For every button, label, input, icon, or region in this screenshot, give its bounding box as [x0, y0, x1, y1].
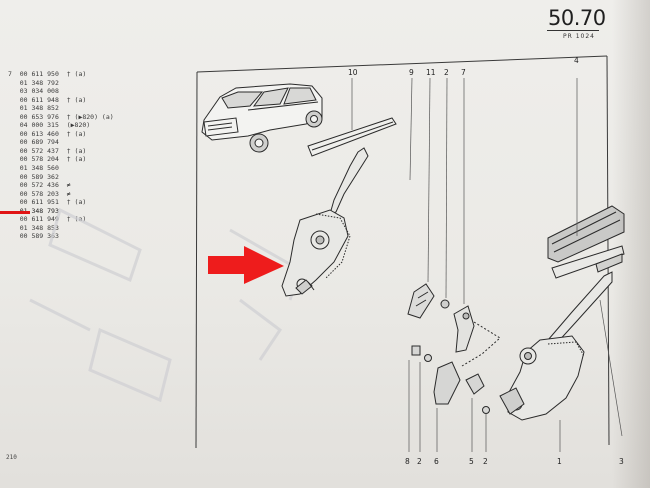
page-number: 50.70: [548, 6, 606, 30]
callout-9: 9: [409, 68, 414, 77]
part-6-bracket: [433, 361, 461, 405]
parts-list-row: 04 000 315 (▶820): [8, 121, 91, 130]
parts-list-row: 00 589 362: [8, 172, 59, 181]
parts-list-row: 00 611 948 † (a): [8, 95, 87, 104]
parts-list-row: 00 572 436 ≠: [8, 181, 71, 190]
callout-11: 11: [426, 68, 436, 77]
parts-list-row: 00 611 951 † (a): [8, 198, 87, 207]
parts-list-row: 03 034 008: [8, 87, 59, 96]
parts-list-row: 00 613 460 † (a): [8, 129, 87, 138]
page-number-rule: [547, 30, 599, 31]
parts-list-row: 00 578 203 ≠: [8, 189, 71, 198]
part-2-nut-lower: [424, 354, 432, 362]
callout-5: 5: [469, 457, 474, 466]
small-hardware-parts: [408, 345, 490, 452]
part-4-glass-rails: [547, 78, 625, 279]
red-pointer-arrow: [208, 246, 284, 284]
part-2-nut-bottom: [482, 406, 490, 414]
footer-code: 210: [6, 454, 17, 461]
callout-2-top: 2: [444, 68, 449, 77]
callout-2-bottom: 2: [483, 457, 488, 466]
part-8-bushing: [411, 345, 421, 356]
parts-list-row: 01 348 793: [8, 206, 59, 215]
parts-list-row: 01 348 852: [8, 104, 59, 113]
parts-list-row: 00 578 204 † (a): [8, 155, 87, 164]
parts-list-row: 00 689 794: [8, 138, 59, 147]
callout-8: 8: [405, 457, 410, 466]
parts-list-row: 01 348 792: [8, 78, 59, 87]
parts-list-row: 01 348 853: [8, 223, 59, 232]
callout-4: 4: [574, 56, 579, 65]
part-2-nut-top: [440, 77, 450, 309]
car-illustration: [201, 83, 323, 153]
part-7-slider-link: [453, 78, 501, 367]
callout-10: 10: [348, 68, 358, 77]
page-edge-shadow: [612, 0, 650, 488]
callout-1: 1: [557, 457, 562, 466]
parts-list-row: 00 572 437 † (a): [8, 146, 87, 155]
parts-list-row: 7 00 611 950 † (a): [8, 70, 87, 78]
window-regulator-left: [281, 77, 413, 297]
callout-6: 6: [434, 457, 439, 466]
part-5-roller: [465, 373, 485, 395]
part-10-channel-strip: [307, 78, 397, 157]
show-through-background: [29, 207, 302, 403]
part-11-clip: [407, 77, 435, 319]
callout-7: 7: [461, 68, 466, 77]
page-subtitle: PR 1024: [563, 33, 595, 40]
parts-list-row: 01 348 560: [8, 164, 59, 173]
callout-2-lower: 2: [417, 457, 422, 466]
red-underline-highlight: [0, 211, 30, 214]
window-regulator-right: [499, 271, 623, 452]
callout-3: 3: [619, 457, 624, 466]
